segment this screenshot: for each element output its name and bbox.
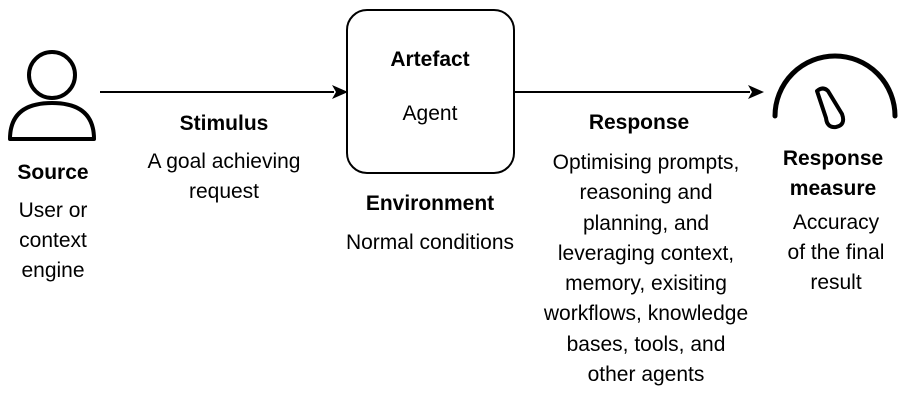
person-icon — [8, 50, 96, 141]
source-description-line: User or — [18, 199, 88, 222]
source-description-line: context — [19, 229, 87, 252]
response-description-line: memory, exisiting — [565, 272, 727, 295]
response-measure-title-line: measure — [789, 177, 877, 200]
response-description-line: bases, tools, and — [566, 333, 726, 356]
response-measure-description-line: result — [810, 271, 862, 294]
response-description-line: other agents — [587, 363, 705, 386]
environment-title: Environment — [365, 192, 495, 215]
source-description-line: engine — [21, 259, 85, 282]
stimulus-title: Stimulus — [179, 112, 269, 135]
gauge-icon — [772, 53, 898, 130]
response-description-line: workflows, knowledge — [543, 302, 749, 325]
response-description-line: planning, and — [582, 212, 710, 235]
response-description-line: leveraging context, — [557, 242, 735, 265]
response-description-line: reasoning and — [579, 181, 713, 204]
artefact-box — [346, 9, 515, 174]
artefact-value: Agent — [402, 102, 458, 125]
stimulus-description-line: request — [188, 180, 260, 203]
response-measure-description-line: Accuracy — [792, 211, 880, 234]
response-measure-title-line: Response — [782, 147, 884, 170]
artefact-title: Artefact — [390, 48, 470, 71]
response-title: Response — [588, 111, 690, 134]
source-title: Source — [17, 161, 89, 184]
response-arrow — [514, 85, 764, 99]
stimulus-arrow — [100, 85, 348, 99]
response-measure-description-line: of the final — [787, 241, 885, 264]
environment-value: Normal conditions — [345, 231, 515, 254]
response-description-line: Optimising prompts, — [552, 151, 740, 174]
stimulus-description-line: A goal achieving — [147, 150, 301, 173]
